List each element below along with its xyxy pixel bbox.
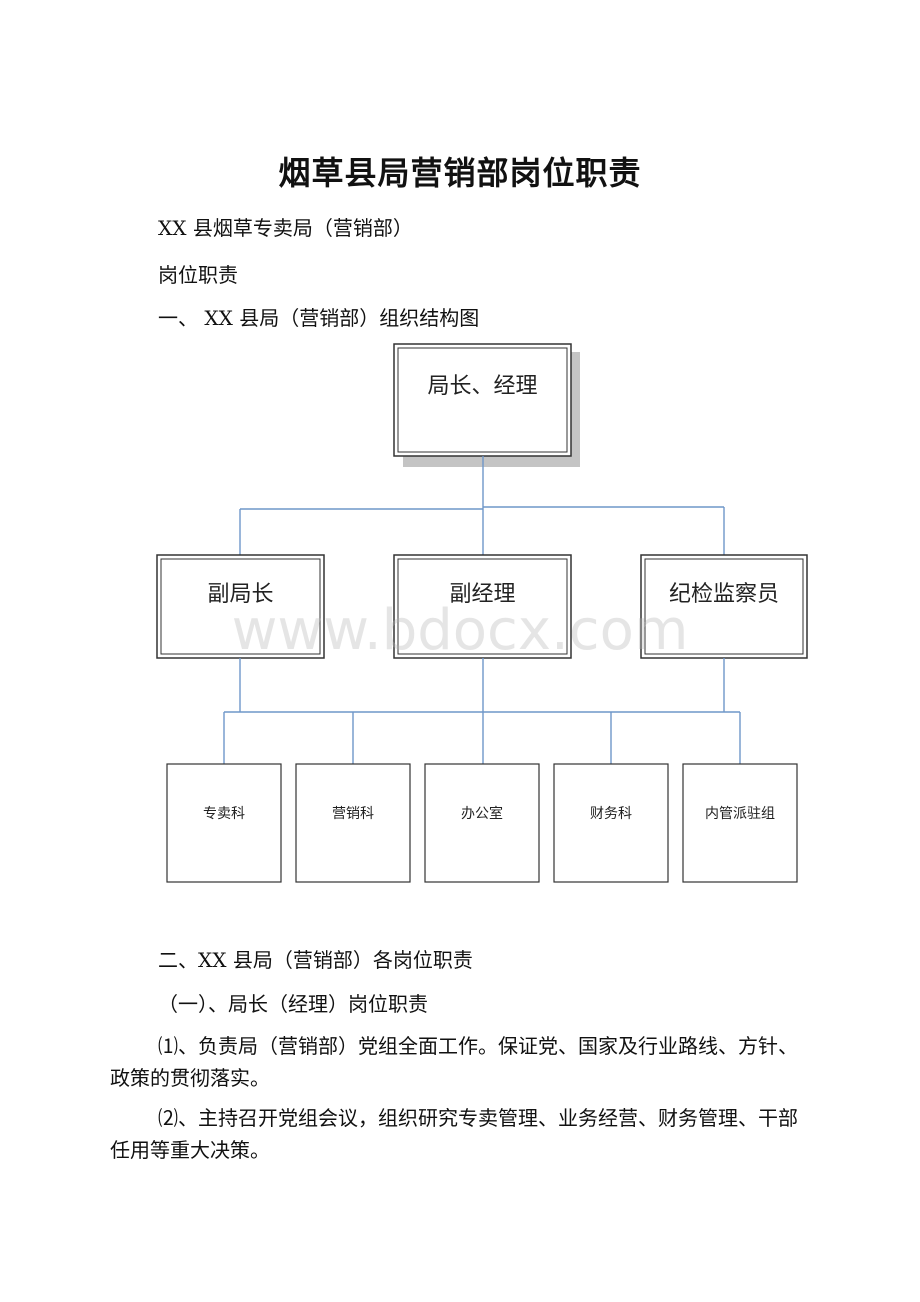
- doc-line-duties: 岗位职责: [158, 263, 238, 287]
- paragraph-2: ⑵、主持召开党组会议，组织研究专卖管理、业务经营、财务管理、干部任用等重大决策。: [110, 1106, 798, 1162]
- subsection1-heading: （一）、局长（经理）岗位职责: [158, 992, 428, 1016]
- org-box-internal-audit-group: 内管派驻组: [705, 806, 775, 822]
- bottom-boxes: [166, 763, 798, 883]
- middle-boxes: [156, 554, 808, 659]
- org-box-monopoly-section: 专卖科: [203, 806, 245, 822]
- org-box-deputy-director: 副局长: [207, 582, 274, 607]
- org-box-finance-section: 财务科: [590, 806, 632, 822]
- top-box-outer: [393, 343, 572, 457]
- connectors-top: [239, 456, 725, 555]
- section2-heading: 二、XX 县局（营销部）各岗位职责: [158, 948, 473, 972]
- top-box-inner: [397, 347, 568, 453]
- org-box-marketing-section: 营销科: [332, 806, 374, 822]
- paragraph-1: ⑴、负责局（营销部）党组全面工作。保证党、国家及行业路线、方针、政策的贯彻落实。: [110, 1034, 798, 1090]
- page-title: 烟草县局营销部岗位职责: [278, 154, 642, 192]
- org-box-office: 办公室: [461, 806, 503, 822]
- org-box-director: 局长、经理: [427, 374, 538, 399]
- section1-heading: 一、 XX 县局（营销部）组织结构图: [158, 306, 480, 330]
- org-box-discipline-inspector: 纪检监察员: [668, 582, 779, 607]
- connectors-bottom: [223, 658, 741, 764]
- org-box-deputy-manager: 副经理: [449, 582, 516, 607]
- doc-line-agency: XX 县烟草专卖局（营销部）: [158, 216, 413, 240]
